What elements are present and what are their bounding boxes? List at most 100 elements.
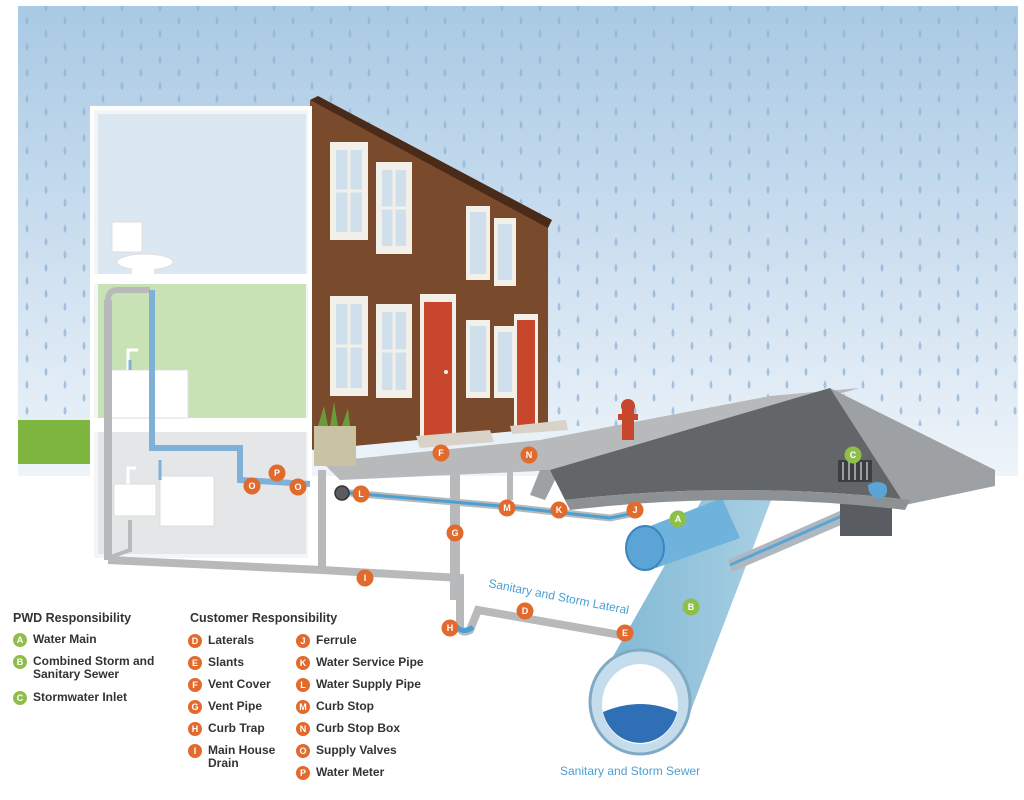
toilet: [111, 221, 174, 276]
planter: [314, 402, 356, 466]
window: [376, 304, 412, 398]
svg-text:A: A: [675, 514, 682, 524]
svg-text:G: G: [451, 528, 458, 538]
legend-item: A Water Main: [13, 633, 183, 655]
window: [466, 320, 490, 398]
callout-o: O: [289, 478, 307, 496]
legend-item: I Main House Drain: [188, 744, 288, 780]
street: [550, 388, 910, 500]
callout-g: G: [446, 524, 464, 542]
callout-e: E: [616, 624, 634, 642]
svg-text:C: C: [850, 450, 857, 460]
callout-a: A: [669, 510, 687, 528]
window: [494, 218, 516, 286]
legend-badge: J: [296, 634, 310, 648]
legend-customer-title: Customer Responsibility: [190, 611, 338, 625]
svg-text:M: M: [503, 503, 511, 513]
legend-pwd: PWD Responsibility A Water Main B Combin…: [13, 611, 183, 713]
legend-item: J Ferrule: [296, 634, 436, 656]
legend-item: O Supply Valves: [296, 744, 436, 766]
legend-item: F Vent Cover: [188, 678, 288, 700]
callout-k: K: [550, 501, 568, 519]
svg-text:E: E: [622, 628, 628, 638]
main-house-drain: [107, 556, 464, 600]
callout-l: L: [352, 485, 370, 503]
house-water-line: [149, 290, 311, 487]
fire-hydrant: [618, 399, 638, 440]
callout-n: N: [520, 446, 538, 464]
callout-c: C: [844, 446, 862, 464]
svg-text:O: O: [294, 482, 301, 492]
svg-text:J: J: [632, 505, 637, 515]
window: [330, 142, 368, 240]
callout-b: B: [682, 598, 700, 616]
legend-badge: D: [188, 634, 202, 648]
legend-item: G Vent Pipe: [188, 700, 288, 722]
grass: [18, 420, 98, 464]
legend-badge: C: [13, 691, 27, 705]
legend-badge: B: [13, 655, 27, 669]
legend-badge: P: [296, 766, 310, 780]
legend-badge: O: [296, 744, 310, 758]
callout-m: M: [498, 499, 516, 517]
legend-pwd-title: PWD Responsibility: [13, 611, 132, 625]
front-steps: [416, 430, 494, 448]
svg-text:H: H: [447, 623, 454, 633]
front-door: [420, 294, 456, 436]
legend-badge: L: [296, 678, 310, 692]
svg-text:B: B: [688, 602, 695, 612]
svg-text:D: D: [522, 606, 529, 616]
legend-item: K Water Service Pipe: [296, 656, 436, 678]
sidewalk: [322, 388, 860, 480]
water-main-opening: [625, 525, 665, 571]
legend-item: D Laterals: [188, 634, 288, 656]
window: [466, 206, 490, 280]
legend-badge: I: [188, 744, 202, 758]
legend-customer: Customer Responsibility: [190, 611, 430, 633]
callout-o: O: [243, 477, 261, 495]
legend-item: P Water Meter: [296, 766, 436, 788]
curb: [830, 388, 995, 505]
callout-h: H: [441, 619, 459, 637]
front-door: [514, 314, 538, 426]
washer: [159, 475, 215, 527]
svg-text:I: I: [364, 573, 367, 583]
window: [376, 162, 412, 254]
svg-text:O: O: [248, 481, 255, 491]
legend-badge: F: [188, 678, 202, 692]
legend-item: M Curb Stop: [296, 700, 436, 722]
svg-text:L: L: [358, 489, 364, 499]
legend-badge: A: [13, 633, 27, 647]
legend-item: L Water Supply Pipe: [296, 678, 436, 700]
front-steps: [510, 420, 568, 434]
svg-text:N: N: [526, 450, 533, 460]
svg-text:P: P: [274, 468, 280, 478]
window: [494, 326, 516, 398]
water-main-pipe: [640, 498, 740, 568]
stormwater-inflow: [868, 482, 888, 499]
lateral-label: Sanitary and Storm Lateral: [487, 576, 630, 617]
callout-f: F: [432, 444, 450, 462]
legend-item: H Curb Trap: [188, 722, 288, 744]
window: [330, 296, 368, 396]
legend-item: C Stormwater Inlet: [13, 691, 183, 713]
callout-d: D: [516, 602, 534, 620]
legend-badge: N: [296, 722, 310, 736]
legend-customer-col2: J Ferrule K Water Service Pipe L Water S…: [296, 634, 436, 788]
legend-item: E Slants: [188, 656, 288, 678]
sewer-label: Sanitary and Storm Sewer: [560, 764, 700, 778]
svg-text:K: K: [556, 505, 563, 515]
wall-penetration: [334, 485, 350, 501]
legend-badge: E: [188, 656, 202, 670]
callout-p: P: [268, 464, 286, 482]
legend-item: N Curb Stop Box: [296, 722, 436, 744]
roof-edge: [310, 96, 552, 228]
legend-customer-col1: D Laterals E Slants F Vent Cover G Vent …: [188, 634, 288, 780]
legend-item: B Combined Storm and Sanitary Sewer: [13, 655, 183, 691]
laundry-sink: [113, 466, 157, 517]
legend-badge: M: [296, 700, 310, 714]
sewer-water: [603, 704, 677, 743]
callout-i: I: [356, 569, 374, 587]
callout-j: J: [626, 501, 644, 519]
